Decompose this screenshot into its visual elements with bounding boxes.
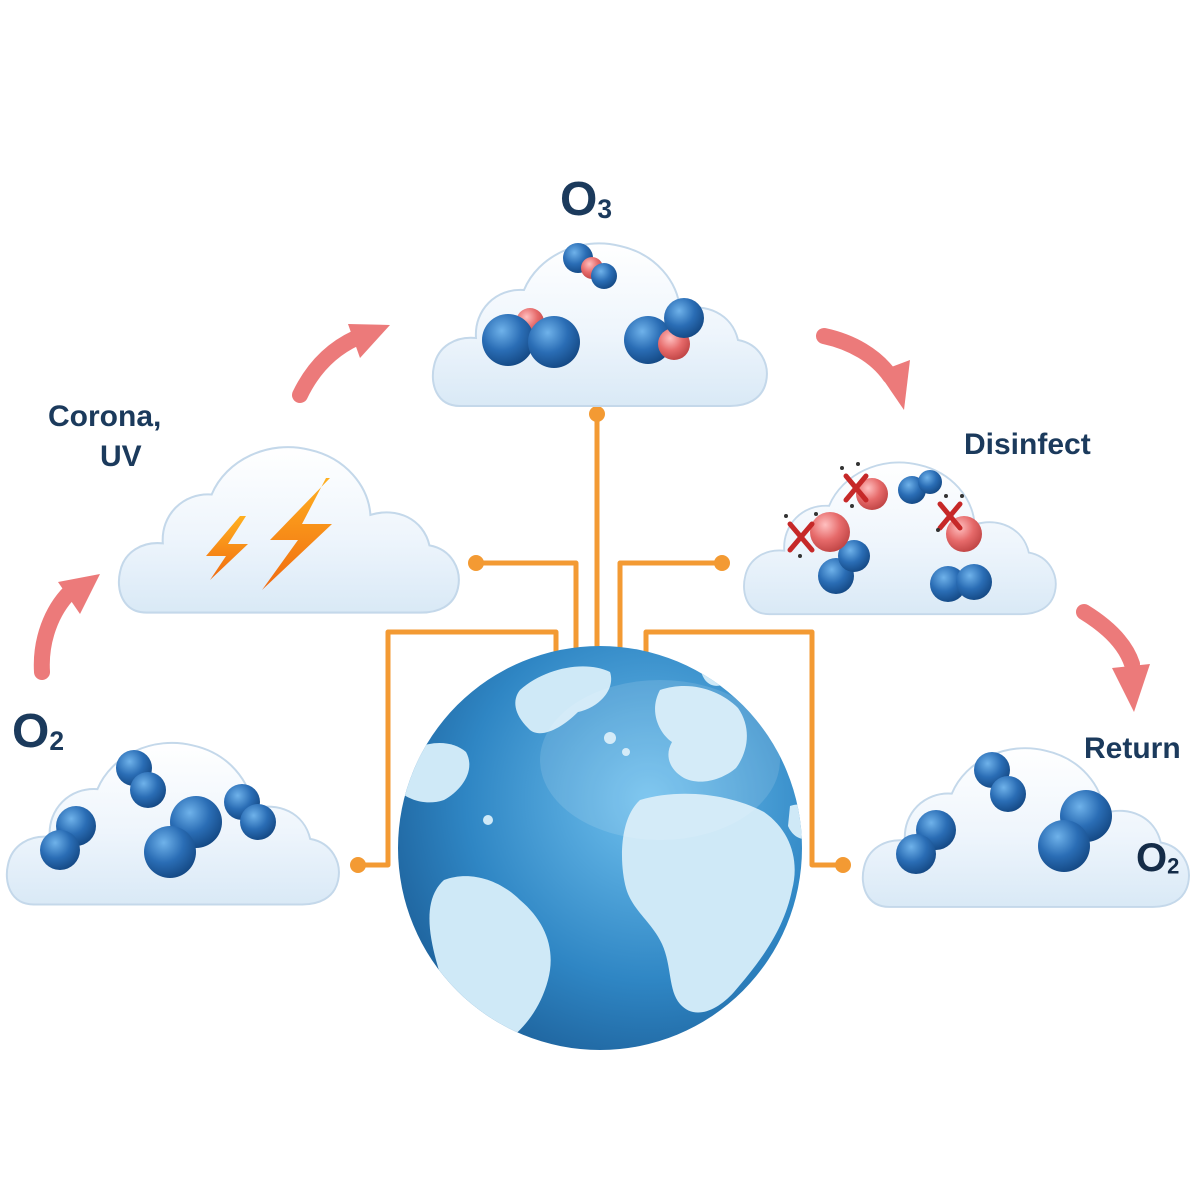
label-o2-right-main: O xyxy=(1136,836,1168,880)
lightning-bolt-icon xyxy=(206,478,332,590)
connector-disinfect xyxy=(617,560,722,650)
ozone-molecule xyxy=(482,308,580,368)
arrow-head xyxy=(348,324,390,358)
connector-corona xyxy=(476,560,579,650)
oxygen-molecule xyxy=(930,564,992,602)
bacteria-icon xyxy=(784,462,982,558)
label-disinfect: Disinfect xyxy=(964,428,1091,461)
connector-return xyxy=(643,629,843,868)
label-o2-right: O2 xyxy=(1136,838,1179,878)
arrow-head xyxy=(1112,664,1150,712)
connector-dot xyxy=(468,555,484,571)
label-o2-right-sub: 2 xyxy=(1167,853,1180,879)
connector-lines xyxy=(358,414,843,868)
return-molecules xyxy=(896,752,1112,874)
label-o2-left-sub: 2 xyxy=(49,726,65,757)
ozone-molecule xyxy=(624,298,704,364)
arrow-head xyxy=(58,574,100,614)
oxygen-molecule xyxy=(896,810,956,874)
label-o2-left: O2 xyxy=(12,708,64,756)
label-o3-main: O xyxy=(560,173,598,226)
oxygen-molecule xyxy=(898,470,942,504)
arrow-heads xyxy=(58,324,1150,712)
label-uv: UV xyxy=(100,440,142,473)
oxygen-molecule xyxy=(144,796,222,878)
arrow-disinfect-to-return xyxy=(1076,604,1140,672)
cloud-return xyxy=(861,747,1190,908)
connector-dot xyxy=(835,857,851,873)
oxygen-molecule xyxy=(974,752,1026,812)
oxygen-molecule xyxy=(818,540,870,594)
arrow-o2-to-corona xyxy=(33,584,78,680)
connector-end-dots xyxy=(350,406,851,873)
connector-dot xyxy=(589,406,605,422)
connector-dot xyxy=(350,857,366,873)
disinfect-molecules xyxy=(784,462,992,602)
connector-o2-left xyxy=(358,629,559,868)
arrow-corona-to-o3 xyxy=(292,330,364,403)
label-return: Return xyxy=(1084,732,1181,765)
earth-globe-icon xyxy=(398,646,802,1050)
label-corona: Corona, xyxy=(48,400,162,433)
label-o2-left-main: O xyxy=(12,705,50,758)
oxygen-molecule xyxy=(1038,790,1112,872)
oxygen-molecule xyxy=(116,750,166,808)
oxygen-molecule xyxy=(224,784,276,840)
o3-molecules xyxy=(482,243,704,368)
label-o3: O3 xyxy=(560,176,612,224)
o2-left-molecules xyxy=(40,750,276,878)
ozone-molecule xyxy=(563,243,617,289)
arrow-o3-to-disinfect xyxy=(816,328,898,384)
oxygen-molecule xyxy=(40,806,96,870)
arrow-head xyxy=(878,360,910,410)
connector-dot xyxy=(714,555,730,571)
label-o3-sub: 3 xyxy=(597,194,613,225)
